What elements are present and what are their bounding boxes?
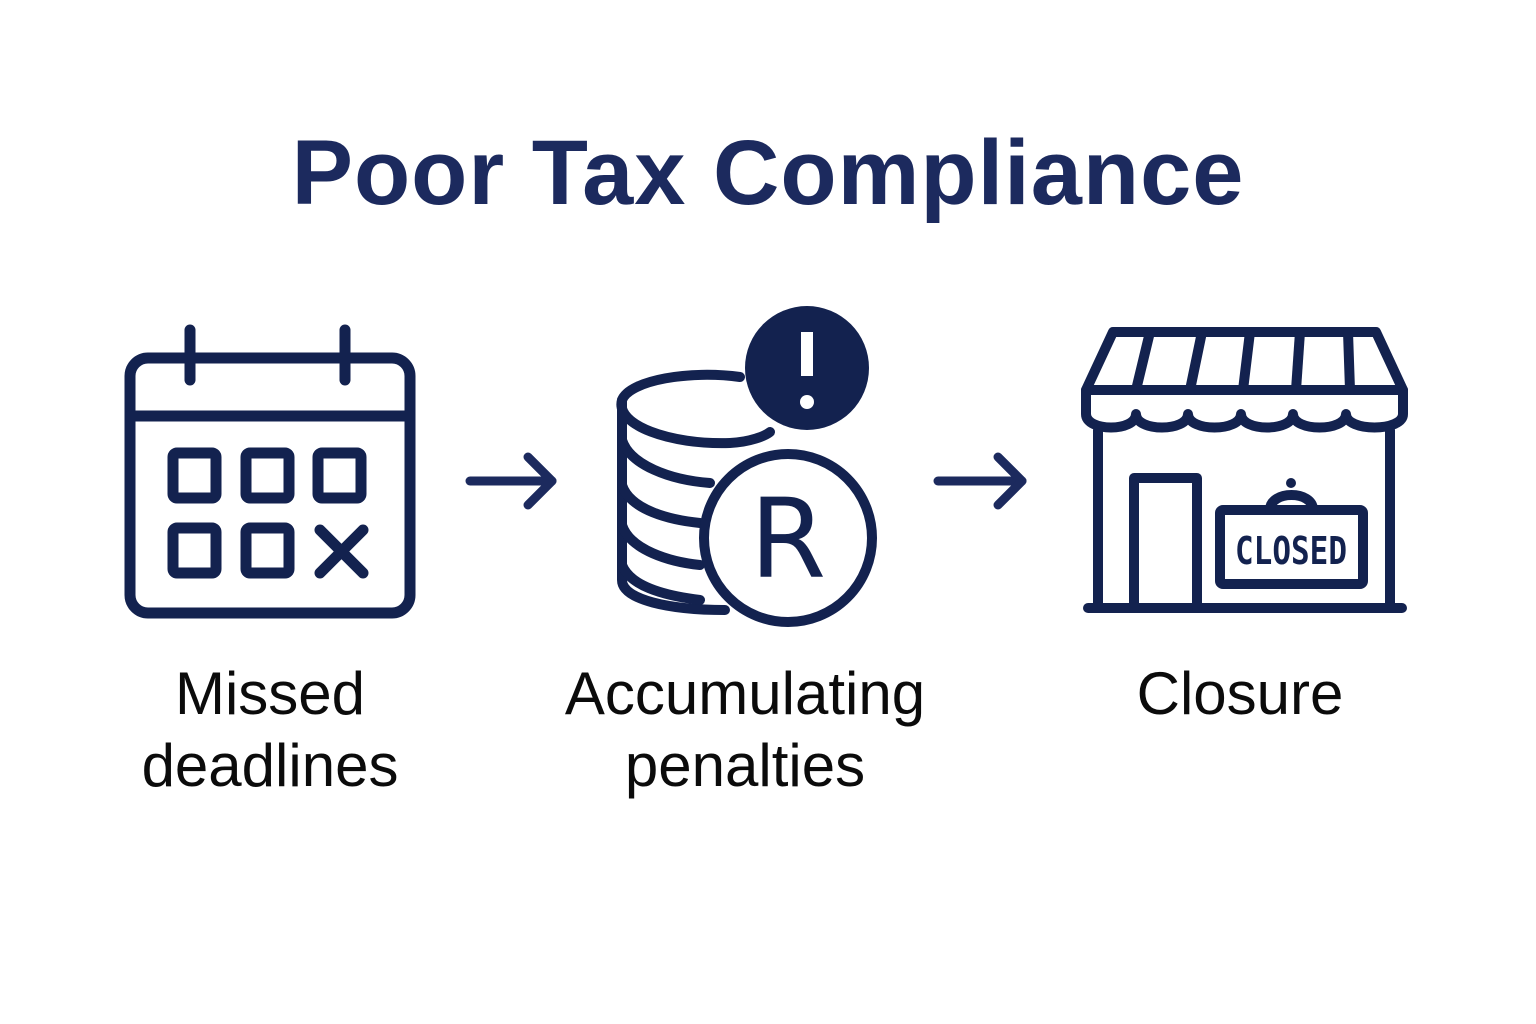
- arrow-right-icon: [465, 452, 557, 510]
- coin-letter: R: [750, 475, 826, 603]
- alert-icon: [745, 306, 869, 430]
- step-label-missed-deadlines: Missed deadlines: [141, 660, 399, 799]
- store-closed-icon: CLOSED: [1081, 327, 1408, 613]
- coins-penalty-icon: R: [616, 306, 877, 627]
- page-title: Poor Tax Compliance: [291, 122, 1245, 224]
- arrow-right-icon: [933, 452, 1027, 510]
- step-label-accumulating-penalties: Accumulating penalties: [564, 660, 926, 799]
- closed-sign-text: CLOSED: [1235, 529, 1347, 573]
- calendar-missed-icon: [124, 324, 416, 619]
- step-label-closure: Closure: [1136, 660, 1344, 727]
